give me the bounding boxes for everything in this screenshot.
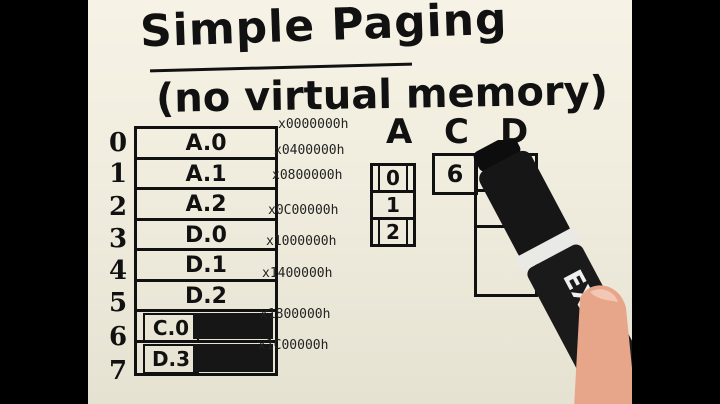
presenter-hand — [574, 285, 632, 404]
page-table-entry: 2 — [373, 218, 413, 246]
frame-number: 1 — [386, 193, 400, 217]
memory-frame-row: A.2 — [137, 190, 275, 221]
memory-frame-row: D.1 — [137, 251, 275, 282]
frame-index: 1 — [108, 159, 128, 189]
frame-address: x0C00000h — [268, 203, 339, 218]
frame-index: 3 — [108, 224, 128, 254]
memory-frame-row: D.2 — [137, 282, 275, 312]
finger — [574, 285, 632, 404]
page-table-a: 0 1 2 — [370, 163, 416, 247]
page-table-entry: 0 — [373, 164, 413, 193]
page-table-entry: 1 — [373, 193, 413, 220]
frame-address: x1800000h — [260, 307, 331, 322]
frame-number: 6 — [446, 160, 464, 188]
process-c-label: C — [444, 112, 469, 152]
frame-number: 0 — [378, 164, 408, 192]
frame-index: 4 — [108, 256, 128, 286]
frame-address: x1400000h — [262, 266, 333, 281]
memory-frame-row: C.0 — [137, 312, 275, 343]
frame-page-label: A.2 — [185, 192, 227, 217]
frame-page-label: C.0 — [143, 313, 199, 343]
whiteboard: Simple Paging (no virtual memory) A.0 A.… — [88, 0, 632, 404]
frame-page-label: D.3 — [143, 343, 199, 374]
frame-address: x0800000h — [272, 168, 343, 183]
process-a-label: A — [386, 112, 413, 152]
frame-scribble — [193, 343, 273, 372]
frame-number: 2 — [378, 218, 408, 246]
page-subtitle: (no virtual memory) — [155, 68, 609, 122]
memory-frame-row: D.3 — [137, 343, 275, 374]
marker-cap — [479, 150, 571, 260]
title-underline — [150, 62, 412, 73]
frame-index: 6 — [108, 322, 128, 352]
frame-scribble — [193, 313, 273, 339]
frame-address: x0000000h — [278, 117, 349, 132]
fingernail — [590, 289, 618, 302]
frame-page-label: D.0 — [185, 222, 227, 248]
memory-frame-row: A.0 — [137, 129, 275, 160]
physical-memory-table: A.0 A.1 A.2 D.0 D.1 D.2 C.0 D.3 — [134, 126, 278, 376]
frame-index: 0 — [108, 128, 128, 158]
marker-band — [515, 226, 582, 272]
frame-index: 7 — [108, 356, 128, 386]
frame-address: x0400000h — [274, 143, 345, 158]
memory-frame-row: A.1 — [137, 160, 275, 190]
frame-page-label: D.2 — [185, 283, 227, 309]
marker-tip — [473, 140, 521, 172]
frame-page-label: D.1 — [185, 253, 227, 278]
frame-address: x1C00000h — [258, 338, 329, 353]
frame-page-label: A.1 — [185, 161, 227, 187]
frame-index: 5 — [108, 288, 128, 318]
page-title: Simple Paging — [139, 0, 509, 58]
memory-frame-row: D.0 — [137, 221, 275, 251]
frame-index: 2 — [108, 192, 128, 222]
frame-page-label: A.0 — [185, 131, 227, 156]
frame-address: x1000000h — [266, 234, 337, 249]
